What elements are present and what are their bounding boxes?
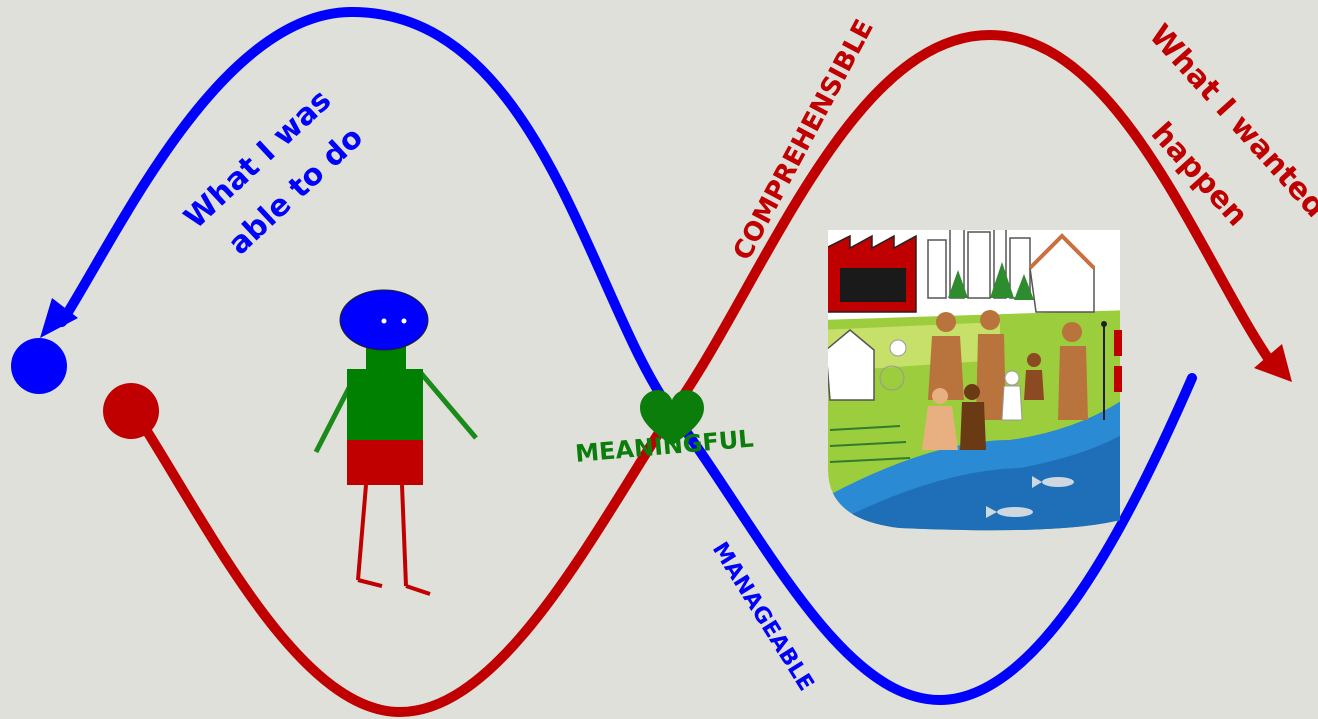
red-arrowhead xyxy=(1254,344,1292,382)
label-comprehensible: COMPREHENSIBLE xyxy=(728,15,880,265)
red-start-dot xyxy=(103,383,159,439)
stick-figure-person xyxy=(313,289,478,596)
blue-start-dot xyxy=(11,338,67,394)
heart-icon xyxy=(640,390,704,446)
blue-arrowhead xyxy=(40,298,78,338)
label-manageable: MANAGEABLE xyxy=(707,538,818,696)
community-landscape-illustration xyxy=(828,230,1122,531)
